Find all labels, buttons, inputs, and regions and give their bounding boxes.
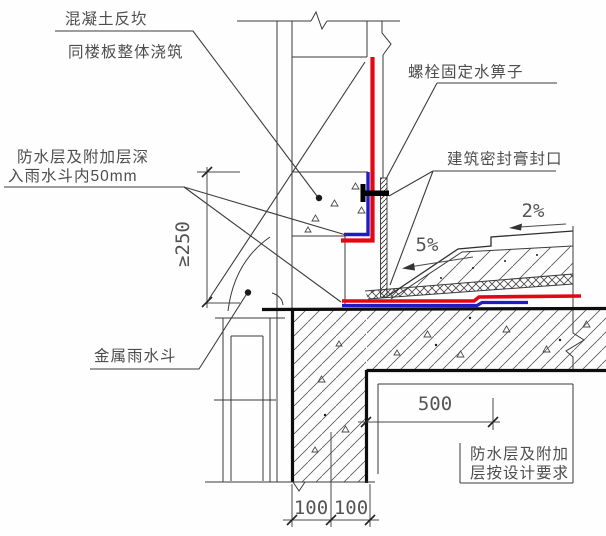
roof-layers: [364, 226, 585, 371]
slope-5pct-text: 5%: [416, 234, 439, 256]
dim-500-text: 500: [418, 393, 452, 415]
water-grate-assembly: [360, 177, 389, 298]
concrete-slab-hatch: [293, 310, 606, 482]
dimension-membrane-height: [197, 166, 240, 308]
slope-arrow-5pct: [402, 256, 474, 271]
bolt-grate-label: 螺栓固定水箅子: [408, 63, 524, 81]
waterproof-membranes: [341, 57, 582, 308]
bolt-shaft-icon: [362, 190, 389, 196]
hopper-funnel-curve: [227, 236, 271, 312]
concrete-upstand-label-line1: 混凝土反坎: [65, 10, 148, 28]
additional-layer-wall: [344, 172, 370, 237]
wp-per-design-label-line1: 防水层及附加: [470, 445, 569, 463]
dimension-100-100: [283, 432, 379, 527]
parapet-upstand-structure: [237, 10, 400, 482]
additional-layer-roof: [342, 300, 528, 308]
leader-metal-hopper: [90, 289, 252, 370]
leader-sealant: [388, 170, 556, 286]
dimension-500: [358, 398, 500, 430]
leader-concrete-upstand: [55, 30, 323, 202]
beam-break-mark: [292, 481, 306, 492]
rain-water-hopper: [214, 236, 285, 482]
slope-arrow-2pct: [509, 223, 567, 231]
bolt-head-icon: [360, 184, 366, 202]
waterproof-membrane-wall: [341, 57, 375, 243]
metal-hopper-label: 金属雨水斗: [94, 347, 177, 365]
slab-edge-rounded-corner: [271, 292, 284, 306]
slab-top-line: [261, 306, 606, 312]
dim-100-right-text: 100: [334, 497, 368, 519]
screed-layer-hatch: [365, 246, 573, 298]
reference-line-membrane-top: [208, 61, 366, 300]
dim-100-left-text: 100: [294, 497, 328, 519]
leader-dot: [315, 194, 323, 202]
concrete-upstand-label-line2: 同楼板整体浇筑: [68, 43, 184, 61]
roof-surface-line: [387, 230, 574, 297]
leader-dot: [244, 289, 252, 296]
concrete-aggregate-symbols: [304, 182, 591, 453]
wp-per-design-label-line2: 层按设计要求: [470, 464, 569, 482]
slope-2pct-text: 2%: [522, 200, 545, 222]
bottom-edge-lines: [205, 443, 573, 484]
wall-top-break-line: [237, 10, 400, 31]
vertical-grate-icon: [380, 177, 388, 298]
sealant-label: 建筑密封膏封口: [447, 150, 563, 168]
additional-layer-extent-line: [377, 383, 574, 483]
waterproof-membrane-roof: [342, 294, 582, 303]
leader-wp-into-hopper: [4, 186, 347, 303]
wp-into-hopper-label-line2: 入雨水斗内50mm: [8, 167, 138, 185]
wall-face-right-notch: [381, 21, 392, 178]
insulation-crosshatch-layer: [365, 274, 573, 299]
roof-section-cut-line: [565, 226, 585, 371]
dim-membrane-height-text: ≥250: [172, 221, 194, 267]
structural-slab-outline: [205, 306, 606, 492]
wp-into-hopper-label-line1: 防水层及附加层深: [17, 148, 149, 166]
leader-bolt-grate: [385, 82, 557, 180]
roof-finish-underline: [390, 245, 574, 300]
downpipe-walls: [230, 335, 264, 481]
